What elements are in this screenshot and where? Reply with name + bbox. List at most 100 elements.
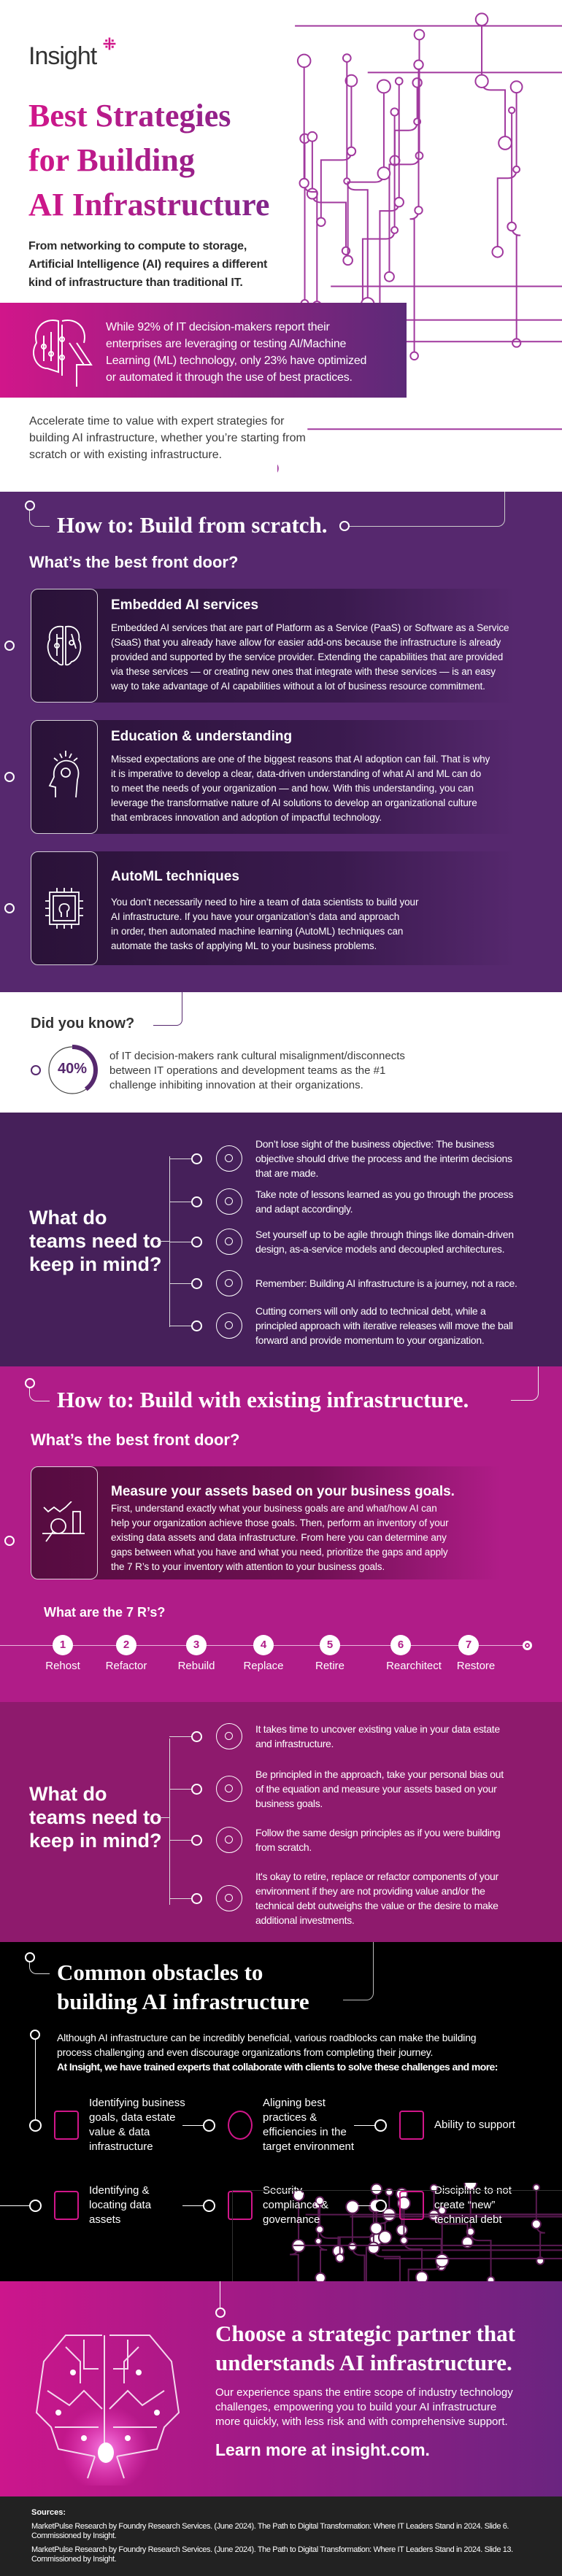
connector-node-icon bbox=[31, 1065, 41, 1075]
source-line: Commissioned by Insight. bbox=[31, 2531, 117, 2540]
icon-box bbox=[31, 1466, 98, 1579]
heading-line: teams need to bbox=[29, 1230, 162, 1252]
clipboard-checklist-icon bbox=[216, 1827, 242, 1853]
circuit-node bbox=[347, 2242, 358, 2251]
card-body: Embedded AI services that are part of Pl… bbox=[111, 621, 509, 694]
card-line: provided and supported by the service pr… bbox=[111, 651, 504, 662]
glowing-brain-circuit-illustration bbox=[35, 2335, 180, 2486]
section-subheading: What’s the best front door? bbox=[31, 1431, 240, 1449]
card-body: First, understand exactly what your busi… bbox=[111, 1501, 449, 1574]
card-line: help your organization achieve those goa… bbox=[111, 1517, 449, 1528]
body-line: more quickly, with less risk and with co… bbox=[215, 2416, 508, 2428]
clipboard-search-icon bbox=[54, 2111, 79, 2140]
head-gear-icon bbox=[48, 751, 80, 798]
connector-node-icon bbox=[215, 2308, 226, 2318]
circuit-node bbox=[413, 28, 426, 41]
magnifier-icon bbox=[216, 1723, 242, 1749]
circuit-node bbox=[429, 2184, 439, 2193]
item-line: from scratch. bbox=[255, 1841, 312, 1853]
keep-in-mind-item: It's okay to retire, replace or refactor… bbox=[255, 1869, 499, 1927]
learn-more-link[interactable]: Learn more at insight.com. bbox=[215, 2440, 430, 2459]
intro-line: Although AI infrastructure can be incred… bbox=[57, 2032, 477, 2043]
keep-in-mind-heading: What do teams need to keep in mind? bbox=[29, 1206, 162, 1276]
circuit-node bbox=[376, 79, 391, 94]
circuit-node bbox=[342, 255, 353, 266]
icon-detail bbox=[225, 1836, 233, 1844]
circuit-node bbox=[474, 12, 489, 26]
icon-box bbox=[31, 589, 98, 703]
subtitle-line: Artificial Intelligence (AI) requires a … bbox=[28, 258, 268, 271]
circuit-node bbox=[345, 2200, 360, 2214]
vertical-line bbox=[35, 2035, 36, 2121]
card-line: that embraces innovation and adoption of… bbox=[111, 812, 382, 823]
circuit-node bbox=[377, 166, 391, 180]
circuit-node bbox=[434, 2253, 450, 2268]
cta-body: Our experience spans the entire scope of… bbox=[215, 2386, 513, 2429]
circuit-node bbox=[315, 2272, 326, 2281]
item-line: create “new” bbox=[434, 2199, 496, 2211]
title-line: for Building bbox=[28, 142, 195, 178]
circuit-node bbox=[299, 177, 309, 189]
circuit-decoration bbox=[277, 12, 562, 473]
circuit-node bbox=[390, 225, 399, 234]
item-line: Ability to support bbox=[434, 2119, 515, 2131]
intro-line: Accelerate time to value with expert str… bbox=[29, 415, 285, 428]
heading-line: keep in mind? bbox=[29, 1830, 162, 1852]
heading-line: teams need to bbox=[29, 1806, 162, 1828]
circuit-node bbox=[474, 74, 489, 88]
stat-line: While 92% of IT decision-makers report t… bbox=[106, 321, 330, 333]
icon-detail bbox=[225, 1237, 233, 1245]
circuit-node bbox=[384, 271, 395, 282]
item-line: Identifying & bbox=[89, 2184, 150, 2197]
connector-line bbox=[153, 992, 182, 1026]
circuit-node bbox=[315, 2196, 325, 2205]
insight-logo[interactable]: Insight ⁜ bbox=[28, 35, 116, 71]
check-circle-icon bbox=[228, 2111, 253, 2140]
circuit-node bbox=[315, 2237, 323, 2246]
keep-in-mind-item: It takes time to uncover existing value … bbox=[255, 1722, 500, 1751]
logo-text: Insight bbox=[28, 42, 97, 70]
hands-gear-icon bbox=[399, 2111, 424, 2140]
item-line: of the equation and measure your assets … bbox=[255, 1783, 497, 1795]
branch-line bbox=[169, 1898, 191, 1899]
connector-line bbox=[354, 2205, 376, 2206]
icon-detail bbox=[225, 1732, 233, 1740]
connector-node-icon bbox=[339, 521, 350, 531]
connector-node-icon bbox=[191, 1196, 202, 1207]
circuit-node bbox=[307, 131, 318, 142]
card-line: Missed expectations are one of the bigge… bbox=[111, 754, 490, 765]
item-line: Cutting corners will only add to technic… bbox=[255, 1305, 486, 1317]
connector-line bbox=[182, 2125, 204, 2126]
circuit-node bbox=[491, 246, 504, 258]
circuit-node bbox=[277, 464, 279, 473]
keep-in-mind-scratch-section: What do teams need to keep in mind? Don’… bbox=[0, 1113, 562, 1366]
connector-node-icon bbox=[191, 1893, 202, 1904]
rs-heading: What are the 7 R’s? bbox=[44, 1605, 166, 1620]
keep-in-mind-item: Don’t lose sight of the business objecti… bbox=[255, 1137, 512, 1180]
divider-line bbox=[232, 2190, 562, 2281]
branch-line bbox=[169, 1738, 170, 1905]
r-step-number: 1 bbox=[53, 1635, 73, 1655]
card-title: Embedded AI services bbox=[111, 597, 259, 613]
item-line: technical debt bbox=[434, 2213, 502, 2226]
source-line: MarketPulse Research by Foundry Research… bbox=[31, 2522, 509, 2531]
item-line: and adapt accordingly. bbox=[255, 1203, 353, 1215]
item-line: efficiencies in the bbox=[263, 2126, 347, 2138]
item-line: environment if they are not providing va… bbox=[255, 1885, 485, 1897]
rs-timeline-end-icon bbox=[523, 1641, 532, 1650]
brain-tree-icon bbox=[33, 320, 93, 387]
connector-node-icon bbox=[191, 1731, 202, 1742]
circuit-node bbox=[413, 59, 424, 70]
connector-line bbox=[29, 1962, 50, 1974]
item-line: assets bbox=[89, 2213, 121, 2226]
branch-line bbox=[169, 1789, 191, 1790]
item-line: Take note of lessons learned as you go t… bbox=[255, 1188, 514, 1200]
item-line: Don’t lose sight of the business objecti… bbox=[255, 1138, 494, 1150]
circuit-node bbox=[344, 74, 358, 88]
connector-node-icon bbox=[191, 1784, 202, 1795]
card-title: AutoML techniques bbox=[111, 869, 239, 884]
item-line: goals, data estate bbox=[89, 2111, 176, 2124]
icon-detail bbox=[225, 1154, 233, 1162]
keep-in-mind-item: Be principled in the approach, take your… bbox=[255, 1767, 504, 1811]
